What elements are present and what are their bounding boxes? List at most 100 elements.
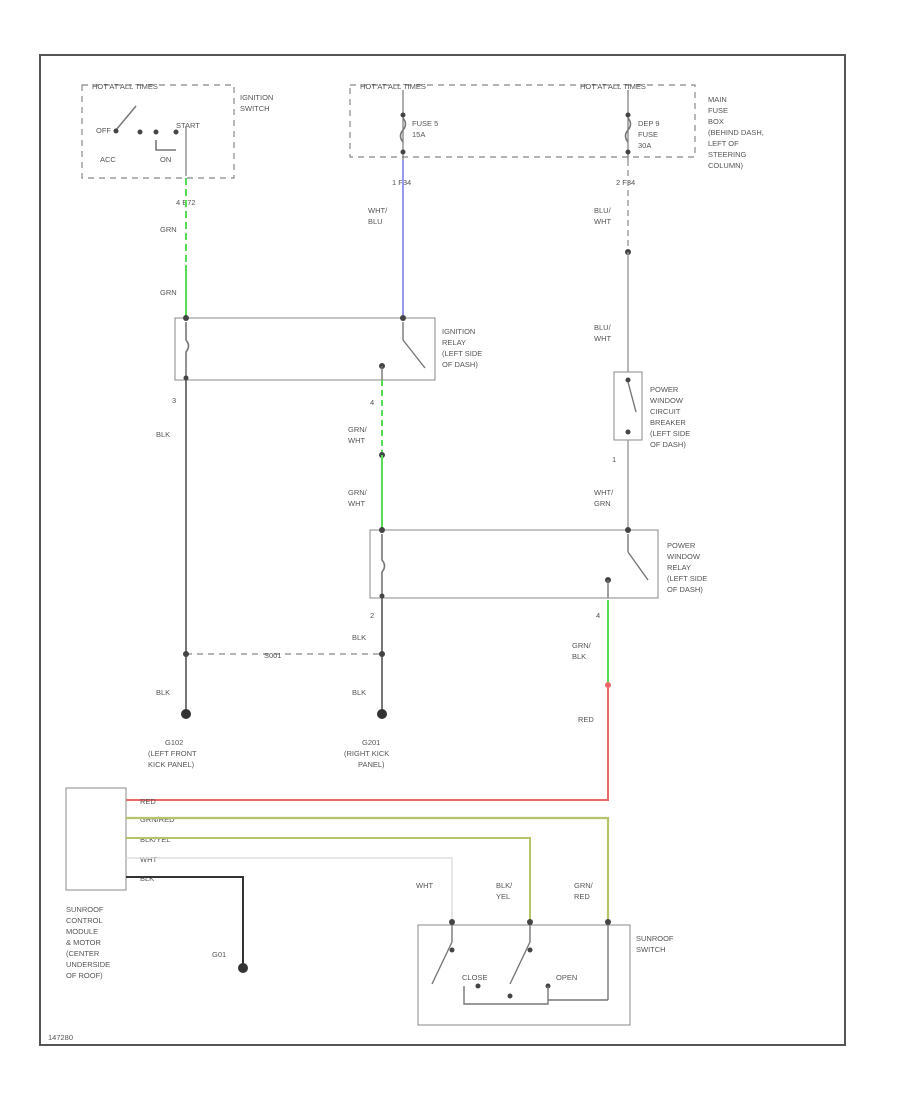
main-fuse-box: HOT AT ALL TIMES HOT AT ALL TIMES FUSE 5… xyxy=(349,82,764,170)
g102-label-3: KICK PANEL) xyxy=(148,760,195,769)
hot-at-all-times-label-1: HOT AT ALL TIMES xyxy=(92,82,158,91)
g102-label-2: (LEFT FRONT xyxy=(148,749,197,758)
ignition-switch-label-1: IGNITION xyxy=(240,93,273,102)
module-wire-label-2: GRN/RED xyxy=(140,815,175,824)
main-fuse-box-label-3: BOX xyxy=(708,117,724,126)
wire-red-label: RED xyxy=(578,715,594,724)
relay-pin-4b-label: 4 xyxy=(596,611,600,620)
wire-grn-label-1: GRN xyxy=(160,225,177,234)
wire-grn-wht: GRN/ WHT GRN/ WHT xyxy=(348,380,385,530)
dep-9-fuse-label-3: 30A xyxy=(638,141,651,150)
power-window-relay: POWER WINDOW RELAY (LEFT SIDE OF DASH) xyxy=(369,527,707,599)
wire-grn-wht-label-2: WHT xyxy=(348,436,365,445)
wire-grn-label-2: GRN xyxy=(160,288,177,297)
wire-blu-wht: BLU/ WHT BLU/ WHT xyxy=(594,160,631,372)
ignition-relay: IGNITION RELAY (LEFT SIDE OF DASH) xyxy=(174,315,482,381)
circuit-breaker-label-6: OF DASH) xyxy=(650,440,686,449)
wire-blu-wht-label-2: WHT xyxy=(594,217,611,226)
wire-red: RED xyxy=(126,688,609,801)
pw-relay-label-3: RELAY xyxy=(667,563,691,572)
module-wire-label-1: RED xyxy=(140,797,156,806)
switch-start-label: START xyxy=(176,121,200,130)
sunroof-module-label-4: & MOTOR xyxy=(66,938,101,947)
wire-grn-red-module xyxy=(126,816,610,920)
wire-grn-blk: GRN/ BLK xyxy=(572,600,611,688)
relay-pin-4-label: 4 xyxy=(370,398,374,407)
switch-wire-grn-red-label-1: GRN/ xyxy=(574,881,594,890)
circuit-breaker-label-5: (LEFT SIDE xyxy=(650,429,690,438)
fuse-5-label-2: 15A xyxy=(412,130,425,139)
ignition-relay-label-3: (LEFT SIDE xyxy=(442,349,482,358)
g201-label-1: G201 xyxy=(362,738,380,747)
wire-blk-label-1: BLK xyxy=(156,430,170,439)
circuit-breaker-label-1: POWER xyxy=(650,385,679,394)
switch-close-label: CLOSE xyxy=(462,973,487,982)
sunroof-control-module: RED GRN/RED BLK/YEL WHT BLK SUNROOF CONT… xyxy=(65,787,175,980)
ignition-switch: HOT AT ALL TIMES IGNITION SWITCH OFF STA… xyxy=(81,82,273,179)
wire-blk-left: BLK xyxy=(156,380,187,710)
sunroof-module-label-7: OF ROOF) xyxy=(66,971,103,980)
wire-wht-grn-label-1: WHT/ xyxy=(594,488,614,497)
hot-at-all-times-label-2: HOT AT ALL TIMES xyxy=(360,82,426,91)
wire-grn-wht-label-4: WHT xyxy=(348,499,365,508)
diagram-frame xyxy=(39,54,846,1046)
switch-open-label: OPEN xyxy=(556,973,577,982)
switch-wire-blk-yel-label-1: BLK/ xyxy=(496,881,513,890)
switch-wire-grn-red-label-2: RED xyxy=(574,892,590,901)
main-fuse-box-label-7: COLUMN) xyxy=(708,161,744,170)
figure-code: 147280 xyxy=(48,1033,73,1042)
wire-wht-blu-label-2: BLU xyxy=(368,217,383,226)
ground-g201 xyxy=(377,709,387,719)
wire-blk-module xyxy=(126,876,244,966)
wire-blk-label-3: BLK xyxy=(156,688,170,697)
switch-on-label: ON xyxy=(160,155,171,164)
splice-label: S001 xyxy=(264,651,282,660)
circuit-breaker-label-4: BREAKER xyxy=(650,418,686,427)
wire-blk-label-2: BLK xyxy=(352,633,366,642)
ignition-relay-label-2: RELAY xyxy=(442,338,466,347)
main-fuse-box-label-4: (BEHIND DASH, xyxy=(708,128,764,137)
power-window-circuit-breaker: POWER WINDOW CIRCUIT BREAKER (LEFT SIDE … xyxy=(613,371,690,530)
switch-off-label: OFF xyxy=(96,126,111,135)
dep-9-fuse-label-1: DEP 9 xyxy=(638,119,660,128)
wire-blu-wht-label-3: BLU/ xyxy=(594,323,612,332)
module-wire-label-4: WHT xyxy=(140,855,157,864)
sunroof-module-label-5: (CENTER xyxy=(66,949,100,958)
sunroof-module-label-3: MODULE xyxy=(66,927,98,936)
wire-wht-blu: WHT/ BLU xyxy=(368,160,404,318)
wire-wht-blu-label-1: WHT/ xyxy=(368,206,388,215)
sunroof-module-label-1: SUNROOF xyxy=(66,905,104,914)
ground-module xyxy=(238,963,248,973)
circuit-breaker-label-2: WINDOW xyxy=(650,396,684,405)
ground-g102 xyxy=(181,709,191,719)
circuit-breaker-label-3: CIRCUIT xyxy=(650,407,681,416)
main-fuse-box-label-1: MAIN xyxy=(708,95,727,104)
sunroof-module-label-6: UNDERSIDE xyxy=(66,960,110,969)
hot-at-all-times-label-3: HOT AT ALL TIMES xyxy=(580,82,646,91)
fuse-5-label-1: FUSE 5 xyxy=(412,119,438,128)
switch-wire-blk-yel-label-2: YEL xyxy=(496,892,510,901)
wire-blu-wht-label-4: WHT xyxy=(594,334,611,343)
wire-grn-ignition: GRN GRN xyxy=(160,178,187,318)
sunroof-switch-label-2: SWITCH xyxy=(636,945,666,954)
wire-blu-wht-label-1: BLU/ xyxy=(594,206,612,215)
main-fuse-box-label-5: LEFT OF xyxy=(708,139,739,148)
dep-9-fuse-label-2: FUSE xyxy=(638,130,658,139)
ignition-relay-label-4: OF DASH) xyxy=(442,360,478,369)
module-ground-label: G01 xyxy=(212,950,226,959)
module-wire-label-3: BLK/YEL xyxy=(140,835,170,844)
splice-s001: S001 xyxy=(183,651,385,660)
sunroof-switch: WHT BLK/ YEL GRN/ RED CLOSE OPEN SUNROOF… xyxy=(416,881,674,1026)
pw-relay-label-4: (LEFT SIDE xyxy=(667,574,707,583)
wire-grn-blk-label-2: BLK xyxy=(572,652,586,661)
pw-relay-label-5: OF DASH) xyxy=(667,585,703,594)
ignition-relay-label-1: IGNITION xyxy=(442,327,475,336)
wire-wht-module xyxy=(126,857,453,920)
switch-acc-label: ACC xyxy=(100,155,116,164)
sunroof-switch-label-1: SUNROOF xyxy=(636,934,674,943)
breaker-pin-1-label: 1 xyxy=(612,455,616,464)
g102-label-1: G102 xyxy=(165,738,183,747)
connector-f34-2-label: 2 F34 xyxy=(616,178,635,187)
wire-blk-yel-module xyxy=(126,837,531,920)
